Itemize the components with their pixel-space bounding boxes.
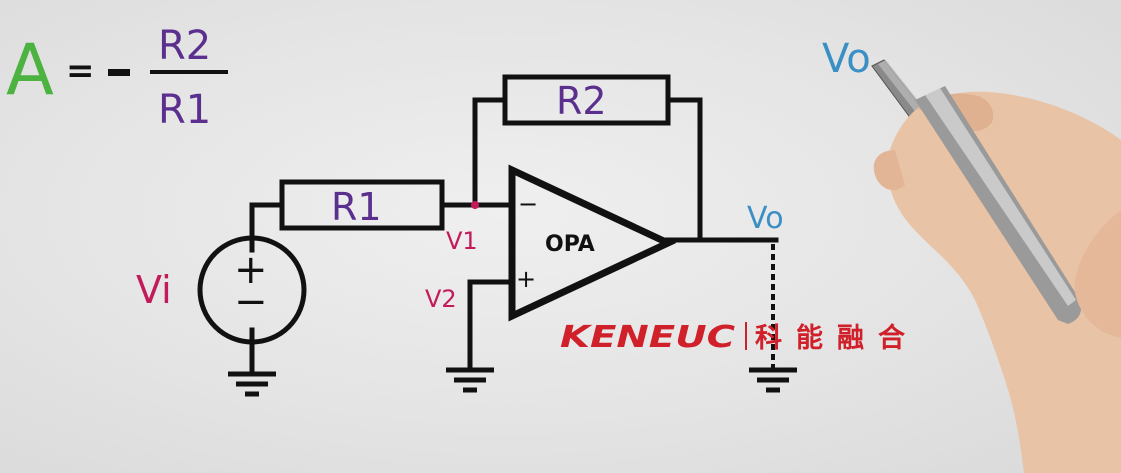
ground-symbol-source: [228, 371, 276, 397]
handwriting-vo: Vo: [822, 36, 871, 82]
formula-denominator: R1: [158, 87, 211, 133]
voltage-source: [197, 235, 307, 345]
hand-with-pen: [871, 59, 1121, 473]
wire-v2-to-ground: [467, 279, 515, 371]
hand-icon: [887, 91, 1121, 473]
source-plus-sign: +: [234, 247, 268, 293]
opamp-triangle: [508, 164, 677, 322]
node-dot-v1: [471, 201, 479, 209]
wire-v1-to-r2: [472, 97, 508, 208]
gain-symbol: A: [6, 29, 54, 111]
ground-symbol-v2: [446, 367, 494, 393]
resistor-r2: [502, 74, 671, 126]
noninverting-input-sign: +: [516, 265, 536, 293]
source-label: Vi: [136, 268, 172, 312]
node-v2-label: V2: [425, 285, 457, 313]
source-minus-sign: −: [234, 279, 268, 325]
brand-logo: KENEUC: [560, 320, 735, 355]
equals-sign: =: [66, 51, 95, 91]
formula-numerator: R2: [158, 23, 211, 69]
wires: [249, 97, 779, 375]
inverting-input-sign: −: [518, 190, 538, 218]
resistor-r1: [279, 179, 445, 231]
node-v1-label: V1: [446, 227, 478, 255]
pen-barrel-icon: [915, 86, 1082, 324]
resistor-r2-label: R2: [556, 79, 607, 123]
output-label: Vo: [747, 201, 784, 236]
wire-r2-to-output: [665, 97, 703, 243]
resistor-r1-label: R1: [331, 185, 382, 229]
minus-sign: [108, 69, 130, 76]
opamp-label: OPA: [545, 232, 595, 257]
wire-source-to-r1: [249, 202, 285, 253]
ground-symbol-output: [749, 367, 797, 393]
brand-cn-text: 科能融合: [755, 322, 905, 354]
